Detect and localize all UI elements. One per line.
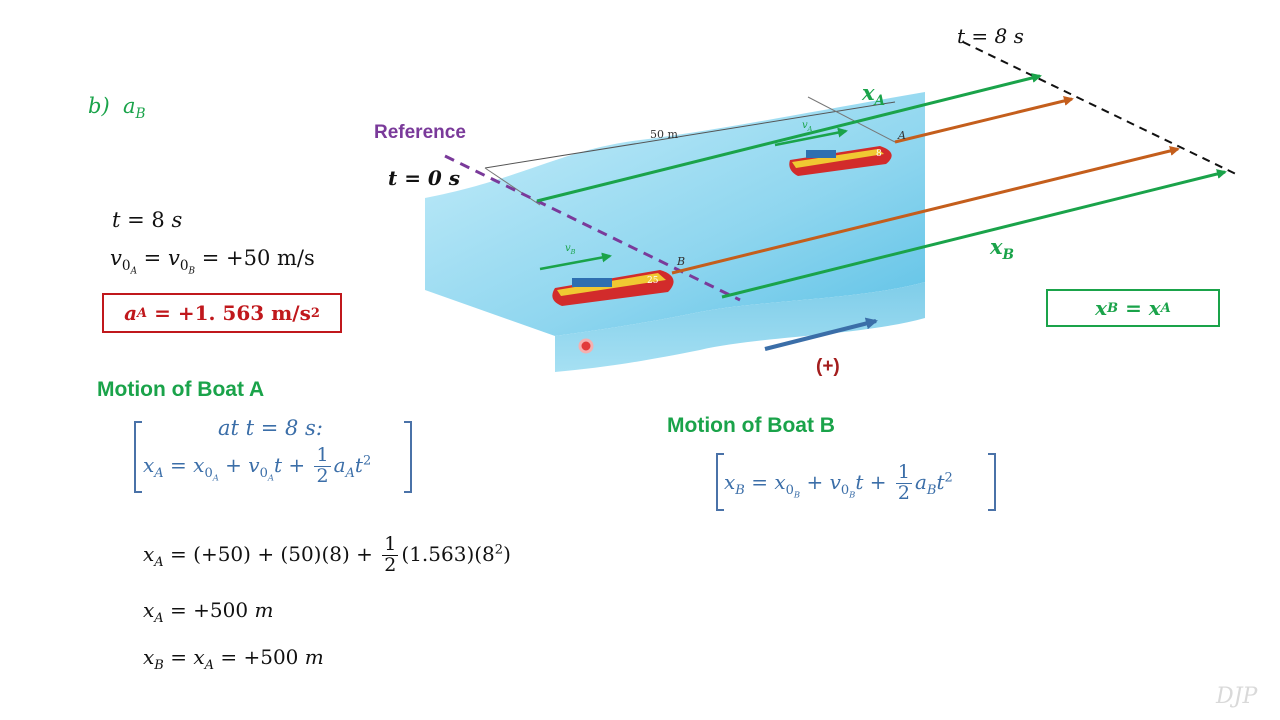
boat-b-graphic [552,270,674,306]
xA-label: xA [862,80,886,110]
boat-b-equation-bracket [716,453,996,511]
velocity-b-arrow [539,252,612,271]
boat-a-at-line: at t = 8 s: [218,416,323,440]
xB-arrow [721,169,1227,299]
boat-a-heading: Motion of Boat A [97,378,265,401]
distance-label: 50 m [650,128,678,141]
boat-a-orange-arrow [894,96,1074,144]
positive-direction-arrow [764,317,878,351]
velocity-a-arrow [774,127,848,147]
va-label: vA [802,120,813,133]
water-front-side [555,282,925,372]
vb-label: vB [565,243,576,256]
reference-label: Reference [374,122,466,143]
boat-a-number: 8 [876,149,882,159]
xB-label: xB [990,234,1015,264]
xA-arrow [536,73,1042,203]
part-label: b) aB [88,94,146,123]
t8-line [962,41,1241,177]
boat-b-orange-arrow [671,146,1180,275]
boat-b-number: 25 [647,276,659,286]
reference-line [444,154,741,302]
t8-label: t = 8 s [957,24,1024,48]
positive-label: (+) [816,356,840,377]
given-time: t = 8 s [112,208,183,232]
given-velocity: v0A = v0B = +50 m/s [110,246,315,277]
work-line-2: xA = +500 m [143,598,274,626]
boat-b-heading: Motion of Boat B [667,414,835,437]
boat-a-graphic [789,146,892,176]
dimension-line [484,101,896,169]
water-surface [425,92,925,336]
pointer-dot [578,338,594,354]
point-a-label: A [898,129,906,142]
point-b-label: B [677,255,686,268]
work-line-3: xB = xA = +500 m [143,645,324,673]
boat-a-equation-bracket [134,421,412,493]
watermark: DJP [1216,684,1258,709]
t0-label: t = 0 s [388,166,461,190]
